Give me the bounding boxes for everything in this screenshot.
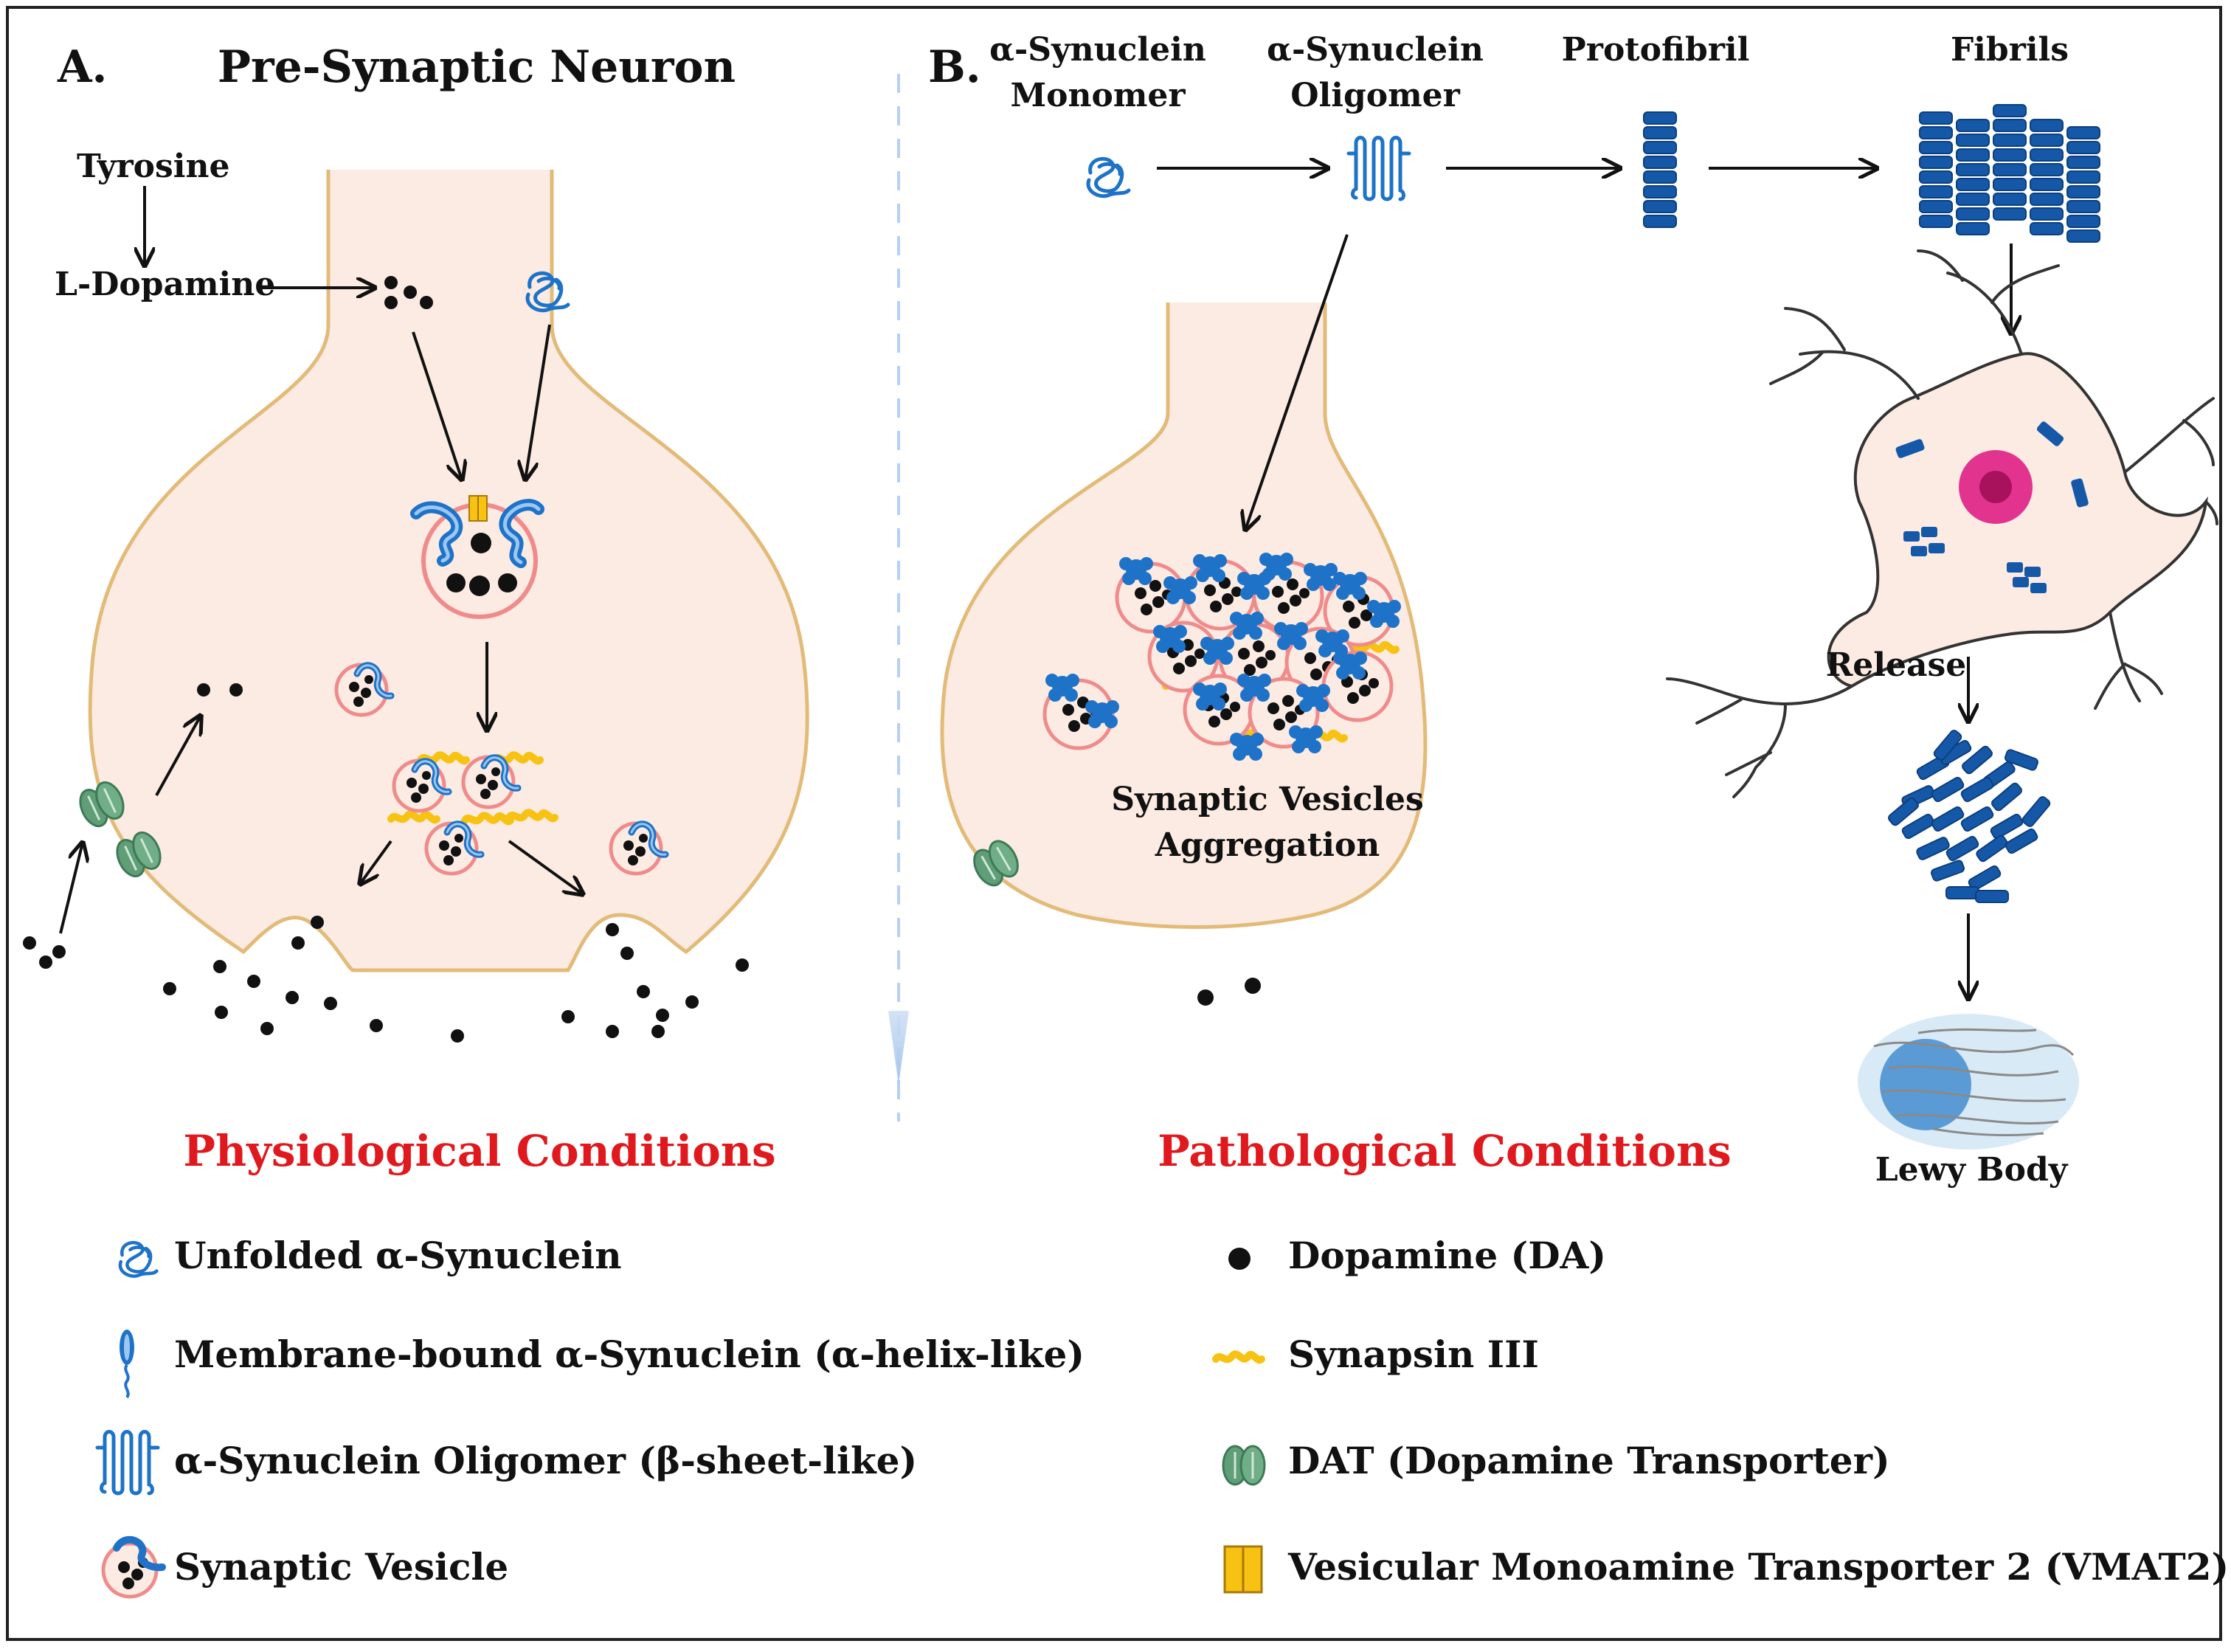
legend-vesicle-icon [101, 1535, 166, 1599]
release-label: Release [1825, 646, 1967, 684]
physiological-conditions-label: Physiological Conditions [183, 1126, 776, 1176]
legend-dat-icon [1222, 1445, 1266, 1486]
fibrils-icon [1919, 104, 2100, 243]
protofibril-label: Protofibril [1561, 31, 1750, 69]
legend-oligomer-label: α-Synuclein Oligomer (β-sheet-like) [174, 1439, 918, 1482]
dopamine-to-vesicle-arrow [412, 331, 462, 480]
lewy-body-icon [1858, 1014, 2079, 1150]
pathological-terminal [940, 303, 1428, 929]
aggregation-label-line1: Synaptic Vesicles [1111, 781, 1424, 818]
legend-membrane-bound-label: Membrane-bound α-Synuclein (α-helix-like… [174, 1333, 1085, 1376]
lewy-body-label: Lewy Body [1875, 1151, 2068, 1189]
tyrosine-label: Tyrosine [77, 148, 230, 185]
exocytosis-left-arrow [360, 840, 392, 884]
reuptake-in-arrow [59, 843, 83, 934]
monomer-label-line1: α-Synuclein [989, 31, 1206, 69]
dopamine-dots-b [1197, 978, 1261, 1006]
synaptic-vesicle-main [410, 495, 544, 619]
legend-synapsin-label: Synapsin III [1288, 1333, 1539, 1376]
legend-synapsin-icon [1216, 1354, 1262, 1360]
pathological-conditions-label: Pathological Conditions [1158, 1126, 1732, 1176]
monomer-icon [1088, 159, 1129, 196]
oligomer-to-aggregation-arrow [1245, 234, 1349, 530]
panel-a-title: Pre-Synaptic Neuron [217, 41, 736, 93]
legend-unfolded-icon [120, 1243, 157, 1276]
monomer-label-line2: Monomer [1010, 77, 1186, 114]
legend-unfolded-label: Unfolded α-Synuclein [174, 1234, 622, 1277]
panel-divider [888, 74, 909, 1122]
fibrils-label: Fibrils [1950, 31, 2069, 69]
dopamine-cluster [384, 276, 433, 309]
legend-dopamine-label: Dopamine (DA) [1288, 1234, 1607, 1277]
legend-dat-label: DAT (Dopamine Transporter) [1288, 1439, 1890, 1482]
legend-oligomer-icon [97, 1432, 158, 1494]
synuclein-to-vesicle-arrow [525, 324, 551, 480]
aggregation-label-line2: Aggregation [1155, 826, 1380, 864]
legend-membrane-bound-icon [118, 1328, 136, 1399]
neuron-cell [1666, 249, 2218, 798]
figure-frame [6, 6, 2222, 1641]
panel-b-letter: B. [928, 41, 981, 93]
legend-vmat2-icon [1223, 1545, 1263, 1594]
l-dopamine-label: L-Dopamine [55, 266, 276, 303]
protofibril-icon [1643, 111, 1677, 228]
oligomer-icon [1349, 138, 1409, 200]
released-aggregate-icon [1886, 728, 2052, 903]
reuptake-out-arrow [155, 716, 201, 796]
legend-vesicle-label: Synaptic Vesicle [174, 1545, 509, 1589]
legend-vmat2-label: Vesicular Monoamine Transporter 2 (VMAT2… [1288, 1545, 2230, 1589]
panel-a-letter: A. [58, 41, 108, 93]
legend-dopamine-icon [1228, 1248, 1251, 1270]
exocytosis-right-arrow [508, 840, 583, 894]
dopamine-dots-a [23, 683, 749, 1043]
oligomer-label-line2: Oligomer [1290, 77, 1460, 114]
oligomer-label-line1: α-Synuclein [1267, 31, 1484, 69]
